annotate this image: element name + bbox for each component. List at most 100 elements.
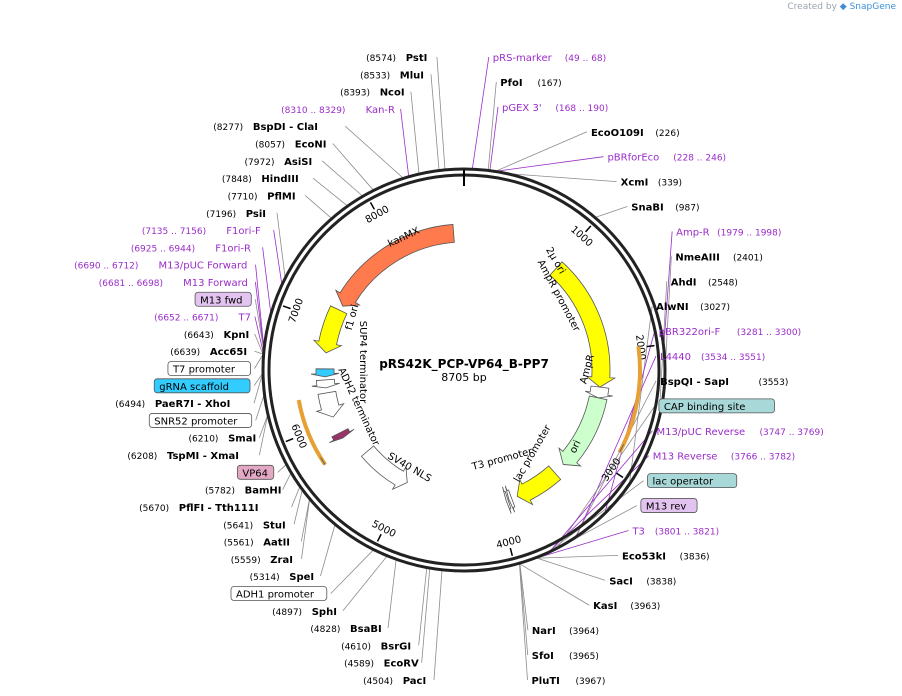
enzyme-site-psti[interactable]: PstI(8574): [366, 53, 427, 64]
feature-ori[interactable]: [516, 465, 562, 506]
feature-tag-adh1-promoter[interactable]: ADH1 promoter: [230, 586, 328, 601]
tag-label: lac operator: [653, 477, 714, 488]
site-position: (49 .. 68): [565, 54, 606, 64]
enzyme-site-spei[interactable]: SpeI(5314): [250, 572, 314, 583]
enzyme-site-ecoo109i[interactable]: EcoO109I(226): [591, 128, 680, 139]
leader-acc65i: [254, 350, 263, 355]
tag-box: [148, 413, 253, 428]
feature-lac-promoter[interactable]: [504, 485, 516, 513]
enzyme-site-sfoi[interactable]: SfoI(3965): [532, 651, 599, 662]
enzyme-site-nmeaiii[interactable]: NmeAIII(2401): [675, 252, 763, 263]
site-position: (7848): [222, 175, 252, 185]
enzyme-site-psii[interactable]: PsiI(7196): [206, 209, 266, 220]
enzyme-site-asisi[interactable]: AsiSI(7972): [245, 157, 313, 168]
site-position: (6494): [115, 400, 145, 410]
primer-site-m13-reverse[interactable]: M13 Reverse(3766 .. 3782): [653, 452, 795, 463]
enzyme-site-snabi[interactable]: SnaBI(987): [631, 203, 699, 214]
enzyme-site-kasi[interactable]: KasI(3963): [593, 601, 660, 612]
enzyme-site-ecorv[interactable]: EcoRV(4589): [344, 659, 419, 670]
enzyme-site-eco53ki[interactable]: Eco53kI(3836): [622, 551, 710, 562]
enzyme-site-kpni[interactable]: KpnI(6643): [184, 330, 249, 341]
primer-site-amp-r[interactable]: Amp-R(1979 .. 1998): [676, 227, 781, 238]
primer-site-kan-r[interactable]: Kan-R(8310 .. 8329): [281, 105, 395, 116]
enzyme-site-bspqi-sapi[interactable]: BspQI - SapI(3553): [660, 377, 788, 388]
feature-2-ori[interactable]: [549, 261, 617, 388]
enzyme-site-stui[interactable]: StuI(5641): [223, 520, 285, 531]
enzyme-site-ncoi[interactable]: NcoI(8393): [340, 88, 404, 99]
primer-site-m13-puc-reverse[interactable]: M13/pUC Reverse(3747 .. 3769): [656, 427, 823, 438]
primer-site-pgex-3[interactable]: pGEX 3'(168 .. 190): [502, 103, 608, 114]
enzyme-site-xcmi[interactable]: XcmI(339): [621, 178, 682, 189]
enzyme-site-bsabi[interactable]: BsaBI(4828): [310, 624, 381, 635]
enzyme-site-zrai[interactable]: ZraI(5559): [231, 555, 293, 566]
site-position: (4828): [310, 625, 340, 635]
leader-m13-puc-reverse: [547, 430, 653, 554]
primer-site-prs-marker[interactable]: pRS-marker(49 .. 68): [493, 53, 606, 64]
leader-pfoi: [487, 81, 497, 170]
primer-site-l4440[interactable]: L4440(3534 .. 3551): [660, 352, 765, 363]
enzyme-site-hindiii[interactable]: HindIII(7848): [222, 174, 299, 185]
feature-tag-vp64[interactable]: VP64: [236, 464, 275, 480]
enzyme-site-aatii[interactable]: AatII(5561): [224, 538, 290, 549]
leader-pflfi-tth111i: [291, 487, 300, 508]
feature-tag-lac-operator[interactable]: lac operator: [647, 473, 738, 489]
enzyme-site-pflmi[interactable]: PflMI(7710): [228, 191, 296, 202]
site-position: (2401): [733, 253, 763, 263]
site-name: T3: [631, 526, 644, 537]
primer-site-m13-forward[interactable]: M13 Forward(6681 .. 6698): [99, 278, 248, 289]
backbone-ring: [261, 167, 667, 573]
enzyme-site-paci[interactable]: PacI(4504): [363, 676, 426, 687]
site-position: (4589): [344, 660, 374, 670]
feature-ampr[interactable]: [558, 395, 608, 467]
site-position: (987): [675, 204, 699, 214]
enzyme-site-pfoi[interactable]: PfoI(167): [500, 78, 561, 89]
enzyme-site-tspmi-xmai[interactable]: TspMI - XmaI(6208): [127, 451, 239, 462]
feature-kanmx[interactable]: [334, 223, 455, 307]
enzyme-site-bsrgi[interactable]: BsrGI(4610): [341, 641, 411, 652]
feature-tag-m13-rev[interactable]: M13 rev: [640, 498, 698, 513]
feature-f1-ori[interactable]: [312, 305, 348, 354]
enzyme-site-saci[interactable]: SacI(3838): [609, 576, 676, 587]
enzyme-site-smai[interactable]: SmaI(6210): [189, 434, 257, 445]
site-name: ZraI: [270, 555, 293, 566]
primer-site-pbr322ori-f[interactable]: pBR322ori-F(3281 .. 3300): [659, 327, 801, 338]
feature-tag-snr52-promoter[interactable]: SNR52 promoter: [148, 413, 253, 428]
feature-ampr-promoter[interactable]: [584, 385, 613, 399]
enzyme-site-pluti[interactable]: PluTI(3967): [531, 676, 605, 687]
site-name: BspDI - ClaI: [253, 122, 318, 133]
enzyme-site-bspdi-clai[interactable]: BspDI - ClaI(8277): [213, 122, 318, 133]
enzyme-site-econi[interactable]: EcoNI(8057): [255, 140, 326, 151]
site-position: (3964): [569, 627, 599, 637]
feature-label-sup4-terminator: SUP4 terminator: [357, 321, 368, 404]
feature-t3-promoter[interactable]: [502, 486, 512, 514]
feature-adh2-terminator[interactable]: [315, 390, 345, 418]
enzyme-site-alwni[interactable]: AlwNI(3027): [656, 302, 730, 313]
site-position: (3838): [646, 577, 676, 587]
primer-site-pbrforeco[interactable]: pBRforEco(228 .. 246): [607, 153, 726, 164]
primer-site-m13-puc-forward[interactable]: M13/pUC Forward(6690 .. 6712): [74, 261, 247, 272]
feature-vp64[interactable]: [329, 428, 355, 443]
enzyme-site-pflfi-tth111i[interactable]: PflFI - Tth111I(5670): [139, 503, 258, 514]
enzyme-site-nari[interactable]: NarI(3964): [532, 626, 599, 637]
enzyme-site-paer7i-xhoi[interactable]: PaeR7I - XhoI(6494): [115, 399, 230, 410]
primer-site-f1ori-r[interactable]: F1ori-R(6925 .. 6944): [131, 243, 251, 254]
primer-site-t7[interactable]: T7(6652 .. 6671): [154, 313, 251, 324]
leader-bspdi-clai: [345, 125, 403, 178]
site-position: (3963): [630, 602, 660, 612]
feature-tag-cap-binding-site[interactable]: CAP binding site: [658, 398, 775, 414]
enzyme-site-ahdi[interactable]: AhdI(2548): [671, 277, 738, 288]
enzyme-site-acc65i[interactable]: Acc65I(6639): [170, 347, 247, 358]
feature-sup4-terminator[interactable]: [311, 378, 340, 389]
feature-grna-scaffold[interactable]: [310, 368, 340, 378]
primer-site-f1ori-f[interactable]: F1ori-F(7135 .. 7156): [142, 226, 261, 237]
feature-sv40-nls[interactable]: [360, 445, 408, 491]
feature-tag-t7-promoter[interactable]: T7 promoter: [167, 361, 251, 376]
primer-site-t3[interactable]: T3(3801 .. 3821): [631, 526, 719, 537]
enzyme-site-sphi[interactable]: SphI(4897): [272, 607, 337, 618]
enzyme-site-bamhi[interactable]: BamHI(5782): [205, 486, 281, 497]
site-name: PsiI: [246, 209, 266, 220]
feature-tag-grna-scaffold[interactable]: gRNA scaffold: [153, 378, 251, 394]
site-position: (8533): [360, 71, 390, 81]
feature-tag-m13-fwd[interactable]: M13 fwd: [194, 291, 252, 307]
enzyme-site-mlui[interactable]: MluI(8533): [360, 70, 424, 81]
